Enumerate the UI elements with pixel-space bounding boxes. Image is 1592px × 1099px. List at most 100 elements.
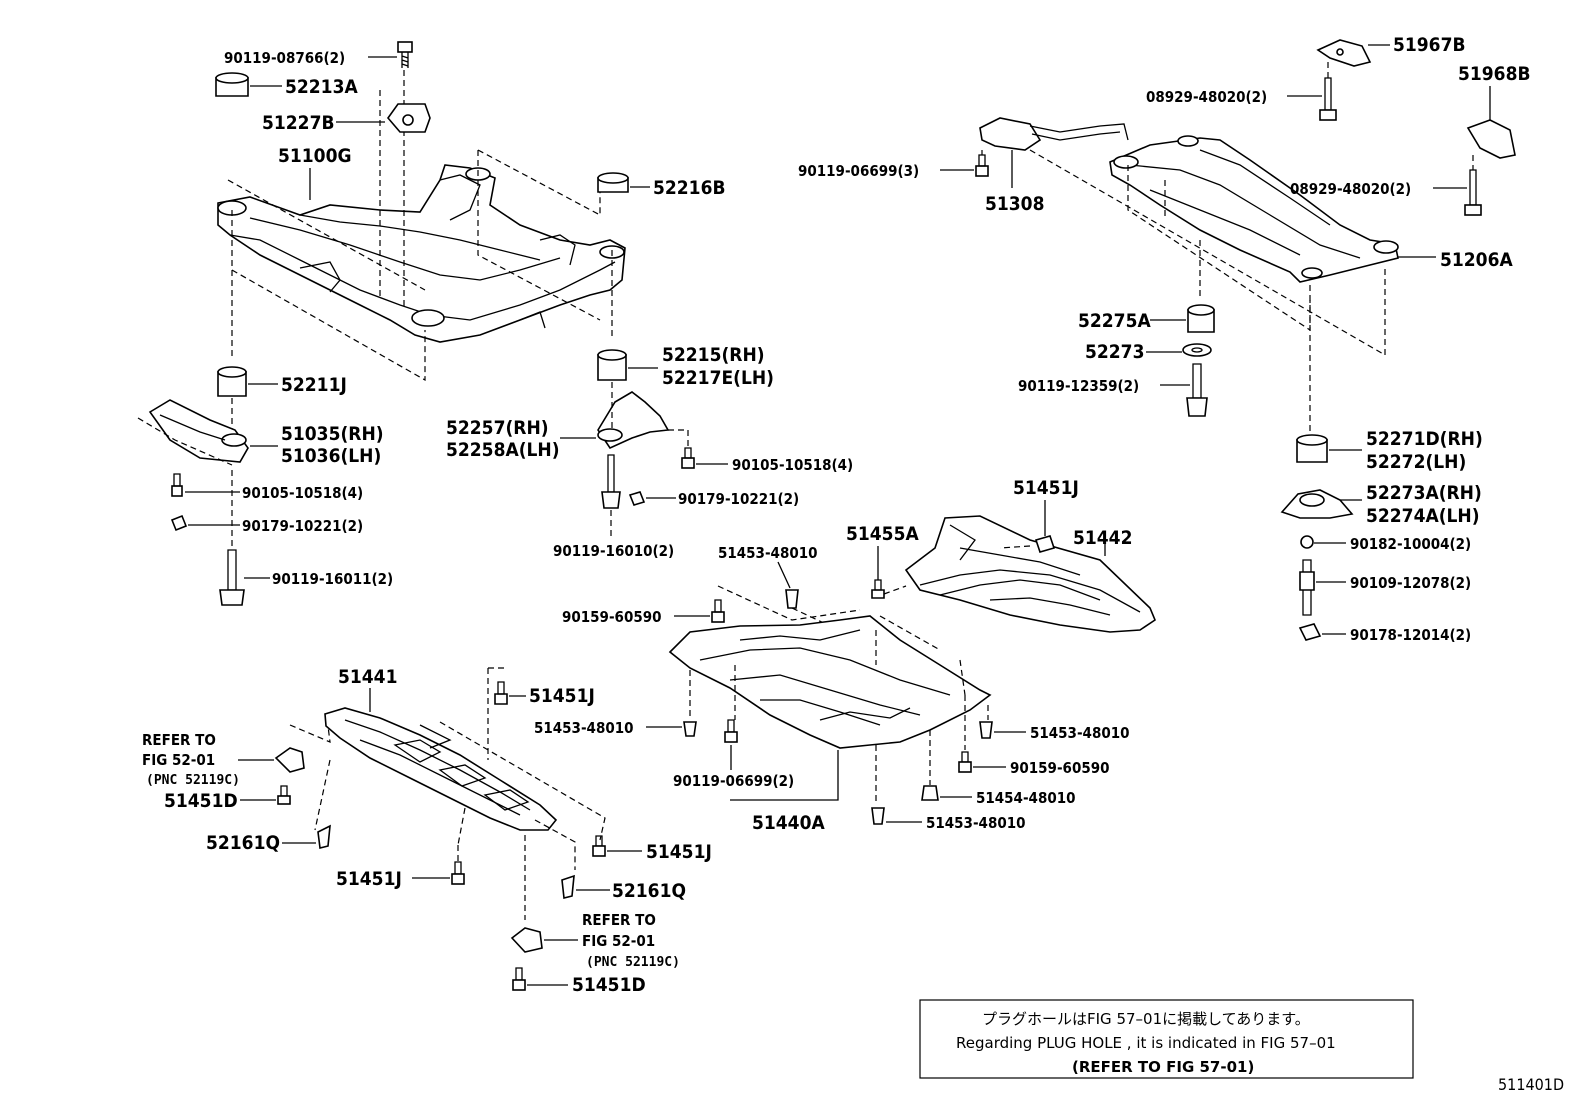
label-90119-06699-b: 90119-06699(2): [673, 772, 794, 790]
clip-51451D-b: [512, 967, 526, 991]
bolt-90119-16010: [601, 454, 621, 509]
cushion-52211J: [217, 366, 247, 397]
clip-51451J-b: [494, 681, 508, 705]
label-51968B: 51968B: [1458, 63, 1531, 85]
label-52215: 52215(RH): [662, 344, 765, 366]
refer-a-line3: (PNC 52119C): [146, 773, 240, 788]
label-51036: 51036(LH): [281, 445, 381, 467]
refer-b-line2: FIG 52-01: [582, 932, 655, 950]
label-90159-a: 90159-60590: [562, 608, 662, 626]
bolt-90119-06699-a: [975, 154, 989, 177]
label-51441: 51441: [338, 666, 397, 688]
clip-51453-d: [871, 807, 885, 825]
cover-51440A: [668, 615, 992, 749]
cushion-52275A: [1187, 304, 1215, 333]
clip-51453-c: [979, 721, 993, 739]
clip-51453-a: [785, 589, 799, 609]
label-52273: 52273: [1085, 341, 1144, 363]
label-90182: 90182-10004(2): [1350, 535, 1471, 553]
label-51453-a: 51453-48010: [718, 544, 818, 562]
bracket-52273A: [1280, 489, 1354, 519]
cushion-52213A: [215, 72, 249, 97]
bolt-08929-a: [1319, 77, 1337, 121]
label-90119-16010: 90119-16010(2): [553, 542, 674, 560]
washer-52273: [1182, 343, 1212, 357]
rear-crossmember-51206A: [1109, 135, 1399, 283]
label-51451J-d: 51451J: [646, 841, 712, 863]
label-51453-d: 51453-48010: [926, 814, 1026, 832]
label-52275A: 52275A: [1078, 310, 1151, 332]
clip-51451J-a: [1034, 535, 1056, 553]
nut-90178: [1298, 623, 1322, 641]
label-90159-b: 90159-60590: [1010, 759, 1110, 777]
cover-51442: [904, 515, 1156, 633]
bracket-51035-51036: [148, 399, 249, 463]
label-90105-a: 90105-10518(4): [242, 484, 363, 502]
label-51035: 51035(RH): [281, 423, 384, 445]
bracket-51227B: [386, 103, 431, 133]
nut-90182: [1300, 535, 1314, 549]
label-51453-c: 51453-48010: [1030, 724, 1130, 742]
refer-a-line1: REFER TO: [142, 731, 216, 749]
note-box: プラグホールはFIG 57–01に掲載してあります。 Regarding PLU…: [919, 999, 1414, 1079]
nut-90179-a: [170, 514, 188, 532]
cushion-52216B: [597, 172, 629, 193]
front-crossmember-51100G: [217, 164, 626, 343]
label-90119-08766: 90119-08766(2): [224, 49, 345, 67]
label-52216B: 52216B: [653, 177, 726, 199]
clip-51451J-d: [592, 835, 606, 857]
label-90179-b: 90179-10221(2): [678, 490, 799, 508]
label-52274A: 52274A(LH): [1366, 505, 1480, 527]
label-52161Q-a: 52161Q: [206, 832, 280, 854]
label-52161Q-b: 52161Q: [612, 880, 686, 902]
figure-id: 511401D: [1498, 1075, 1564, 1094]
note-ref: (REFER TO FIG 57-01): [1072, 1058, 1254, 1076]
label-51451J-c: 51451J: [336, 868, 402, 890]
bracket-51967B: [1316, 39, 1372, 67]
bracket-52257: [597, 391, 670, 450]
label-51451D-b: 51451D: [572, 974, 646, 996]
label-51451J-a: 51451J: [1013, 477, 1079, 499]
label-52217E: 52217E(LH): [662, 367, 774, 389]
label-90119-12359: 90119-12359(2): [1018, 377, 1139, 395]
label-51442: 51442: [1073, 527, 1132, 549]
label-51453-b: 51453-48010: [534, 719, 634, 737]
clip-refer-a: [274, 747, 305, 773]
bolt-90119-06699-b: [724, 719, 738, 743]
label-51308: 51308: [985, 193, 1044, 215]
label-90178: 90178-12014(2): [1350, 626, 1471, 644]
cushion-52271D: [1296, 434, 1328, 463]
bolt-90119-08766: [397, 41, 413, 68]
refer-b-line1: REFER TO: [582, 911, 656, 929]
bolt-08929-b: [1464, 169, 1482, 216]
nut-90179-b: [628, 491, 646, 506]
refer-a-line2: FIG 52-01: [142, 751, 215, 769]
label-52271D: 52271D(RH): [1366, 428, 1483, 450]
bolt-90119-16011: [219, 549, 245, 606]
clip-refer-b: [510, 927, 543, 953]
label-51454: 51454-48010: [976, 789, 1076, 807]
label-90109: 90109-12078(2): [1350, 574, 1471, 592]
label-08929-a: 08929-48020(2): [1146, 88, 1267, 106]
label-52258A: 52258A(LH): [446, 439, 560, 461]
label-90119-06699-a: 90119-06699(3): [798, 162, 919, 180]
label-52272: 52272(LH): [1366, 451, 1466, 473]
bolt-90105-b: [681, 447, 695, 469]
clip-52161Q-a: [317, 824, 331, 849]
cover-51441: [324, 707, 558, 831]
bolt-90159-a: [711, 599, 725, 623]
clip-51453-b: [683, 721, 697, 737]
clip-51454: [921, 785, 939, 801]
label-51451D-a: 51451D: [164, 790, 238, 812]
label-52211J: 52211J: [281, 374, 347, 396]
label-90119-16011: 90119-16011(2): [272, 570, 393, 588]
refer-b-line3: (PNC 52119C): [586, 955, 680, 970]
clip-51451D-a: [277, 785, 291, 805]
label-90105-b: 90105-10518(4): [732, 456, 853, 474]
label-51455A: 51455A: [846, 523, 919, 545]
clip-51451J-c: [451, 861, 465, 885]
label-08929-b: 08929-48020(2): [1290, 180, 1411, 198]
bracket-51968B: [1466, 119, 1516, 159]
bolt-90105-a: [171, 473, 183, 497]
